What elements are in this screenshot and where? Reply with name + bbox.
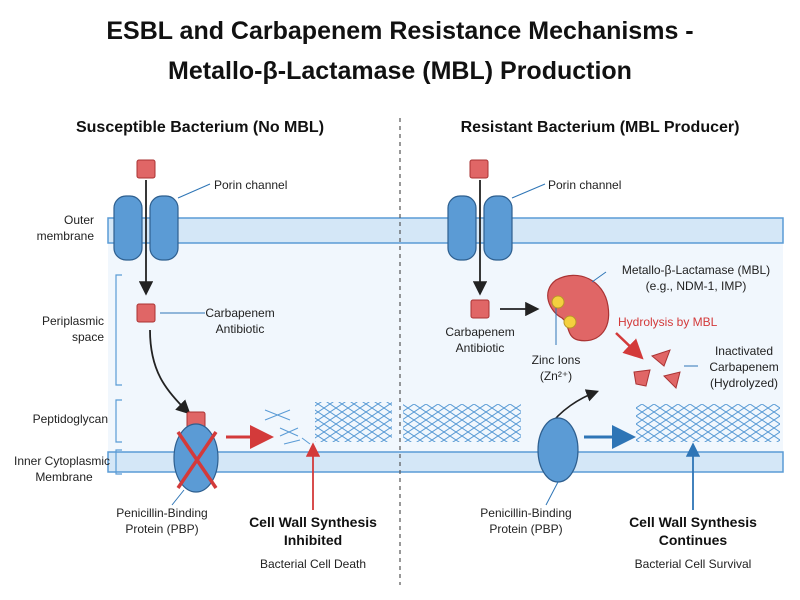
inner-membrane-label: Inner Cytoplasmic Membrane bbox=[14, 454, 111, 484]
left-carbapenem-label: Carbapenem Antibiotic bbox=[205, 306, 275, 336]
left-peptidoglycan-mesh bbox=[315, 402, 392, 442]
right-pbp-leader bbox=[545, 481, 559, 506]
peptidoglycan-label: Peptidoglycan bbox=[32, 412, 108, 426]
right-porin-label: Porin channel bbox=[548, 178, 622, 192]
inhibition-cross bbox=[176, 431, 218, 489]
left-pbp-label: Penicillin-Binding Protein (PBP) bbox=[116, 506, 208, 536]
zinc-ion-2 bbox=[563, 315, 577, 329]
mbl-label: Metallo-β-Lactamase (MBL) (e.g., NDM-1, … bbox=[621, 263, 771, 293]
right-porin-channel bbox=[447, 195, 513, 261]
left-antibiotic-periplasm bbox=[136, 303, 156, 323]
inner-membrane bbox=[107, 451, 784, 473]
left-antibiotic-top bbox=[136, 159, 156, 179]
left-result-label: Bacterial Cell Death bbox=[259, 557, 367, 571]
hydrolysis-arrow bbox=[615, 332, 644, 360]
left-porin-channel bbox=[113, 195, 179, 261]
right-antibiotic-periplasm bbox=[470, 299, 490, 319]
left-pbp-leader bbox=[171, 489, 185, 506]
right-outcome-label: Cell Wall Synthesis Continues bbox=[629, 514, 757, 548]
left-diffusion-arrow bbox=[149, 329, 191, 415]
left-porin-label: Porin channel bbox=[214, 178, 288, 192]
mbl-enzyme bbox=[547, 274, 610, 342]
right-porin-leader bbox=[511, 183, 546, 199]
right-carbapenem-label: Carbapenem Antibiotic bbox=[445, 325, 515, 355]
right-peptidoglycan-right bbox=[636, 404, 780, 442]
hydrolysis-label: Hydrolysis by MBL bbox=[618, 315, 718, 329]
mbl-leader bbox=[591, 271, 607, 283]
left-panel-heading: Susceptible Bacterium (No MBL) bbox=[75, 119, 325, 136]
hydrolyzed-fragments bbox=[633, 349, 681, 389]
page-title-line1: ESBL and Carbapenem Resistance Mechanism… bbox=[106, 17, 694, 45]
zinc-ions-label: Zinc Ions (Zn²⁺) bbox=[531, 353, 581, 383]
right-peptidoglycan-left bbox=[403, 404, 521, 442]
right-panel-heading: Resistant Bacterium (MBL Producer) bbox=[460, 119, 740, 136]
left-outcome-label: Cell Wall Synthesis Inhibited bbox=[249, 514, 377, 548]
zinc-ion-1 bbox=[551, 295, 565, 309]
page-title-line2: Metallo-β-Lactamase (MBL) Production bbox=[168, 57, 632, 85]
outer-membrane-label: Outer membrane bbox=[36, 213, 94, 243]
inactivated-carbapenem-label: Inactivated Carbapenem (Hydrolyzed) bbox=[709, 344, 779, 390]
periplasmic-space-label: Periplasmic space bbox=[41, 314, 104, 344]
right-pbp-label: Penicillin-Binding Protein (PBP) bbox=[480, 506, 572, 536]
left-porin-leader bbox=[177, 183, 211, 199]
right-antibiotic-top bbox=[469, 159, 489, 179]
outer-membrane bbox=[107, 217, 784, 244]
right-pbp bbox=[537, 417, 579, 483]
right-result-label: Bacterial Cell Survival bbox=[634, 557, 752, 571]
